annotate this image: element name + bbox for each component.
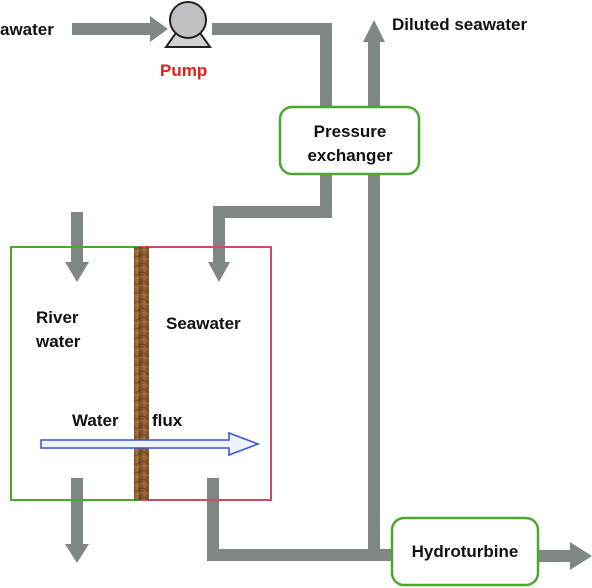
- hydroturbine-box: [390, 516, 540, 587]
- hydroturbine-label: Hydroturbine: [412, 542, 519, 561]
- seawater-label: Seawater: [166, 314, 241, 333]
- seawater-compartment-inlet-arrowhead: [208, 262, 230, 282]
- pressure-exchanger-box: [278, 105, 421, 176]
- river-water-compartment: [10, 246, 145, 501]
- pump: [164, 1, 212, 48]
- seawater-compartment: [139, 246, 272, 501]
- water-flux-label-word2: flux: [152, 411, 183, 430]
- pump-label: Pump: [160, 61, 207, 80]
- exchanger-return-pipe: [368, 170, 380, 560]
- seawater-outlet-pipe: [207, 478, 395, 561]
- pipes: [65, 16, 592, 570]
- river-outlet-pipe: [71, 478, 83, 546]
- water-flux-arrow: [40, 431, 261, 457]
- river-water-label-line1: River: [36, 308, 79, 327]
- hydroturbine-outlet-arrowhead: [570, 542, 592, 570]
- seawater-inlet-label: awater: [0, 20, 54, 39]
- seawater-inlet-pipe: [72, 23, 154, 35]
- seawater-inlet-arrowhead: [150, 16, 168, 42]
- river-outlet-arrowhead: [65, 544, 89, 563]
- diluted-seawater-label: Diluted seawater: [392, 15, 527, 34]
- diluted-seawater-pipe: [368, 40, 380, 110]
- pump-to-exchanger-pipe: [212, 23, 332, 110]
- pump-icon: [169, 1, 207, 39]
- pressure-exchanger-label-line2: exchanger: [307, 146, 392, 165]
- water-flux-label-word1: Water: [72, 411, 119, 430]
- hydroturbine-outlet-pipe: [536, 550, 574, 562]
- river-water-label-line2: water: [35, 332, 81, 351]
- diluted-seawater-arrowhead: [363, 20, 385, 42]
- membrane: [134, 247, 149, 500]
- pressure-exchanger-label-line1: Pressure: [314, 122, 387, 141]
- river-inlet-pipe: [71, 212, 83, 264]
- exchanger-to-seawater-pipe: [213, 172, 332, 265]
- river-inlet-arrowhead: [65, 262, 89, 282]
